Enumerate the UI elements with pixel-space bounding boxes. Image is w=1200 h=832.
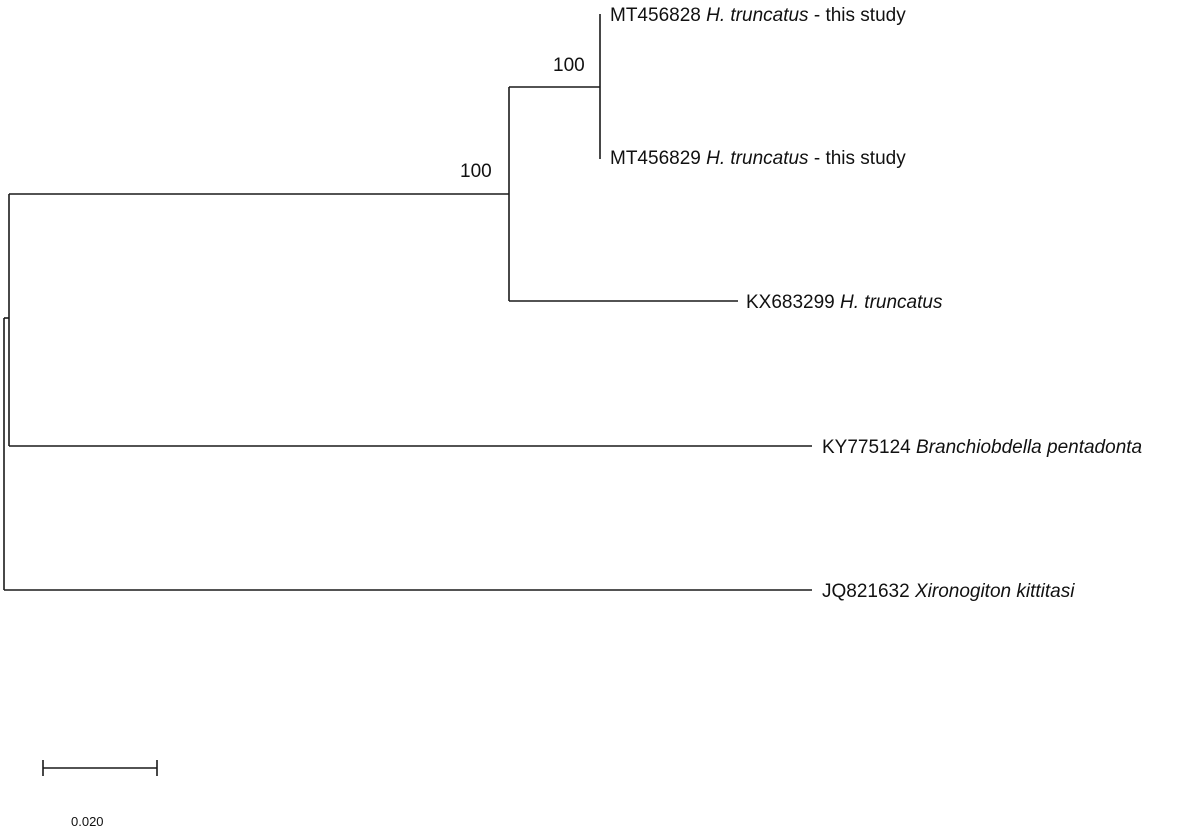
tip-label-mt456829: MT456829 H. truncatus - this study — [610, 148, 906, 169]
tip-label-kx683299: KX683299 H. truncatus — [746, 292, 943, 313]
scale-bar-label: 0.020 — [71, 814, 104, 829]
support-value-mt-clade: 100 — [553, 55, 585, 76]
tip-label-jq821632: JQ821632 Xironogiton kittitasi — [822, 581, 1075, 602]
tree-branches — [3, 14, 812, 591]
support-values: 100 100 — [460, 55, 585, 182]
tip-label-ky775124: KY775124 Branchiobdella pentadonta — [822, 437, 1142, 458]
scale-bar: 0.020 — [42, 760, 158, 829]
tip-label-mt456828: MT456828 H. truncatus - this study — [610, 5, 906, 26]
support-value-htruncatus-clade: 100 — [460, 161, 492, 182]
tip-labels: MT456828 H. truncatus - this study MT456… — [610, 5, 1142, 602]
